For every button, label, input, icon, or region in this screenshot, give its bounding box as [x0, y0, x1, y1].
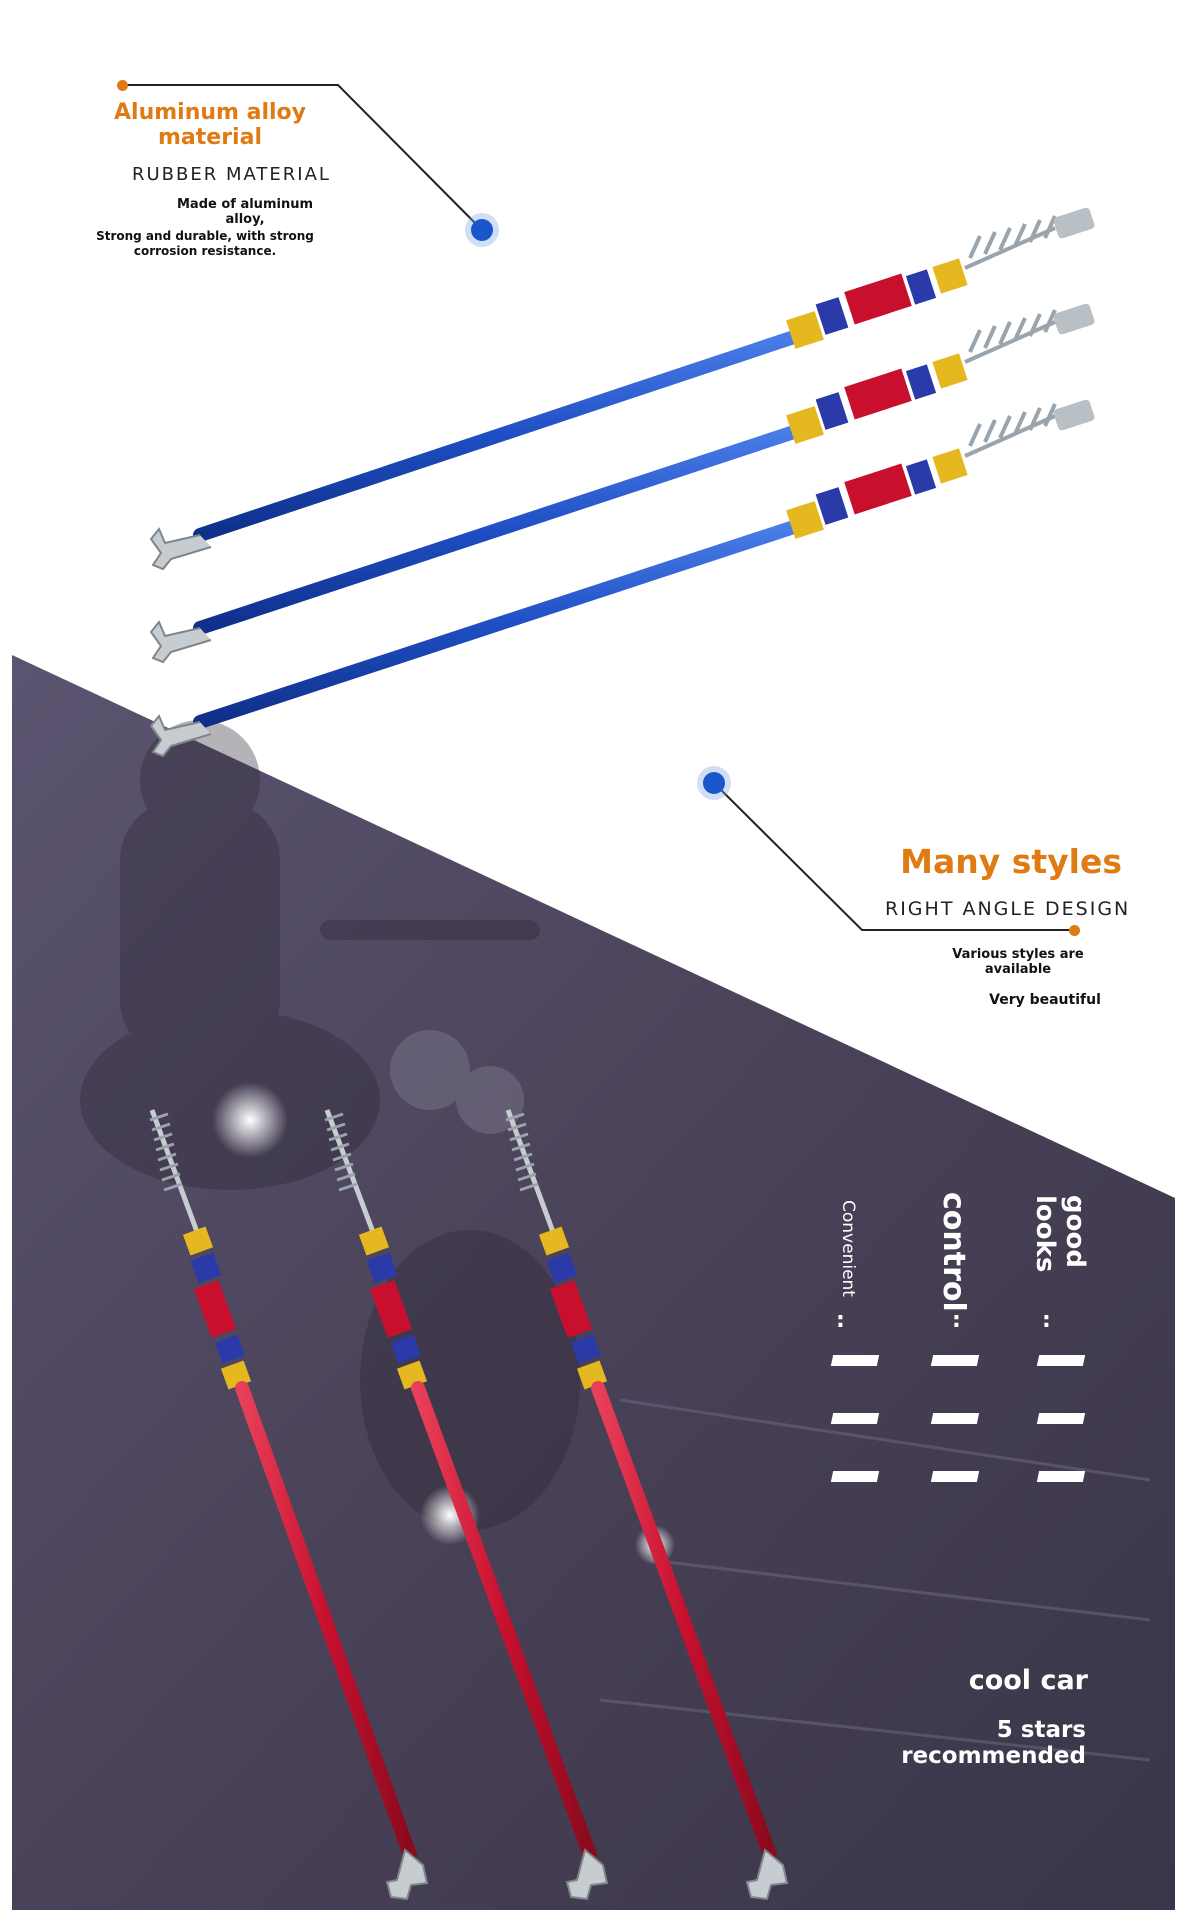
- red-rod-2: [324, 1109, 609, 1901]
- bottom-line: 5 stars recommended: [901, 1717, 1086, 1769]
- bottom-title: cool car: [968, 1665, 1088, 1696]
- blue-rod-1: [149, 207, 1095, 571]
- white-bars-3: [1036, 1355, 1086, 1529]
- blue-rod-2: [149, 303, 1095, 664]
- callout-mid-blue-dot: [703, 772, 725, 794]
- colon-marks-2: :: [952, 1308, 961, 1333]
- red-rod-3: [505, 1109, 789, 1901]
- callout-mid-desc-1: Various styles are available: [952, 947, 1084, 977]
- callout-mid: Many styles: [860, 842, 1130, 881]
- callout-mid-subtitle: RIGHT ANGLE DESIGN: [885, 898, 1131, 920]
- blue-rod-3: [149, 399, 1095, 758]
- callout-mid-anchor-dot: [1069, 925, 1080, 936]
- callout-mid-title: Many styles: [900, 842, 1122, 881]
- callout-top-blue-dot: [471, 219, 493, 241]
- vertical-label-control: control: [936, 1192, 971, 1312]
- callout-mid-desc-2: Very beautiful: [989, 992, 1101, 1008]
- sparkle-1: [212, 1082, 288, 1158]
- colon-marks-1: :: [836, 1308, 845, 1333]
- callout-top: Aluminum alloy material RUBBER MATERIAL …: [70, 100, 340, 259]
- callout-top-desc-2: Strong and durable, with strong corrosio…: [96, 229, 314, 258]
- leader-line-top: [122, 84, 483, 231]
- callout-top-title: Aluminum alloy material: [114, 100, 306, 150]
- white-bars-2: [930, 1355, 980, 1529]
- callout-top-desc-1: Made of aluminum alloy,: [176, 197, 313, 227]
- callout-top-anchor-dot: [117, 80, 128, 91]
- vertical-label-convenient: Convenient: [838, 1200, 858, 1297]
- band-shape: [12, 655, 1175, 1910]
- vertical-label-good-looks: good looks: [1030, 1195, 1090, 1273]
- white-bars-1: [830, 1355, 880, 1529]
- red-rod-1: [149, 1109, 429, 1901]
- callout-top-subtitle: RUBBER MATERIAL: [132, 164, 331, 185]
- leader-line-mid: [713, 782, 1074, 931]
- colon-marks-3: :: [1042, 1308, 1051, 1333]
